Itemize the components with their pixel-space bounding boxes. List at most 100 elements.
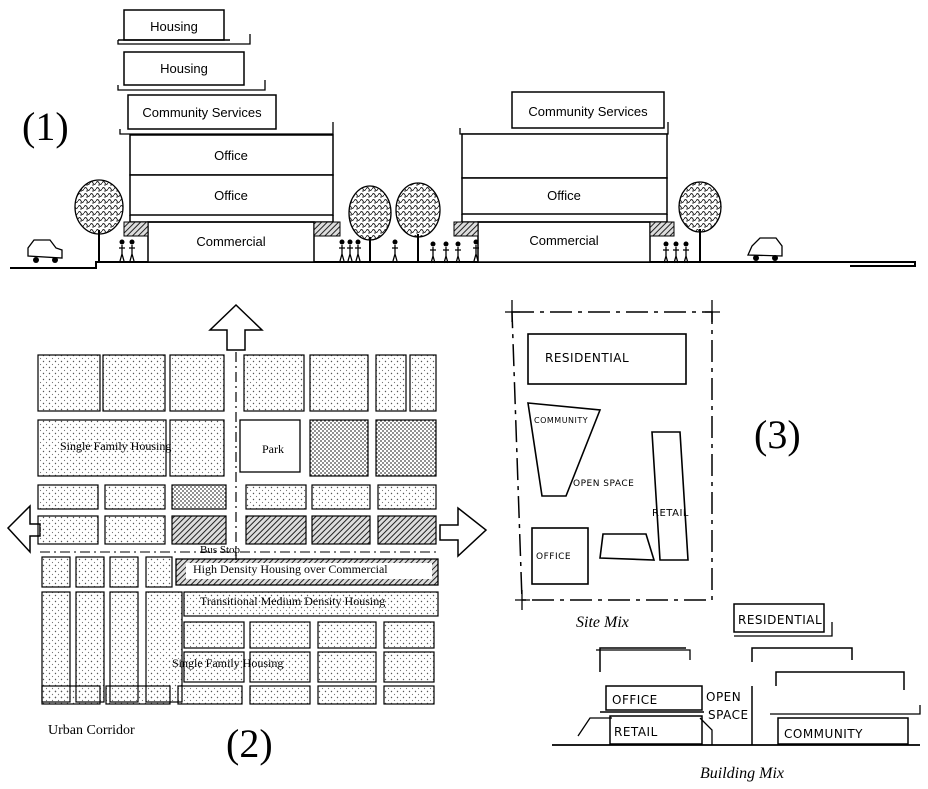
person-icon: [339, 240, 345, 262]
city-block: [376, 420, 436, 476]
city-block: [42, 557, 70, 587]
left-floor-2-label: Office: [214, 188, 248, 203]
site-label-community: COMMUNITY: [534, 416, 588, 425]
panel-3-number: (3): [754, 412, 801, 457]
city-block: [376, 355, 406, 411]
city-block: [384, 652, 434, 682]
person-icon: [443, 242, 449, 264]
left-floor-1-label: Commercial: [196, 234, 265, 249]
city-block: [184, 622, 244, 648]
right-floor-1-label: Commercial: [529, 233, 598, 248]
panel-2-corridor: Single Family Housing Park Bus Stop High…: [8, 305, 486, 766]
city-block: [103, 355, 165, 411]
car-icon: [28, 240, 62, 263]
city-block: [38, 355, 100, 411]
site-retail: [652, 432, 688, 560]
car-icon: [748, 238, 782, 261]
bm-label-community: COMMUNITY: [784, 727, 863, 741]
city-block: [318, 652, 376, 682]
site-label-residential: RESIDENTIAL: [545, 351, 629, 365]
label-park: Park: [262, 442, 284, 456]
city-block: [178, 686, 242, 704]
bm-label-retail: RETAIL: [614, 725, 658, 739]
city-block: [318, 686, 376, 704]
city-block: [246, 485, 306, 509]
site-label-retail: RETAIL: [652, 508, 689, 519]
left-floor-4-label: Community Services: [142, 105, 262, 120]
city-block: [410, 355, 436, 411]
west-arrow-icon: [8, 506, 40, 552]
city-block: [42, 686, 100, 704]
person-icon: [430, 242, 436, 264]
city-block: [384, 686, 434, 704]
east-arrow-icon: [440, 508, 486, 556]
person-icon: [392, 240, 398, 262]
city-block: [105, 516, 165, 544]
bm-label-open: OPEN: [706, 690, 741, 704]
urban-corridor-caption: Urban Corridor: [48, 723, 135, 738]
city-block: [170, 420, 224, 476]
city-block: [170, 355, 224, 411]
ground-line: [10, 262, 915, 268]
north-arrow-icon: [210, 305, 262, 350]
panel-1-section: (1) Housing Housing Community Services O…: [10, 10, 915, 268]
panel-2-number: (2): [226, 721, 273, 766]
city-block: [312, 485, 370, 509]
city-block: [105, 485, 165, 509]
label-single-family-bottom: Single Family Housing: [172, 656, 283, 670]
right-floor-2-label: Office: [547, 188, 581, 203]
left-floor-6-label: Housing: [150, 19, 198, 34]
panel-1-number: (1): [22, 104, 69, 149]
city-block: [38, 485, 98, 509]
city-block: [318, 622, 376, 648]
city-block: [310, 355, 368, 411]
right-building: Community Services Office Commercial: [454, 92, 674, 262]
label-transitional: Transitional Medium Density Housing: [200, 594, 385, 608]
city-block: [250, 686, 310, 704]
city-block: [250, 622, 310, 648]
label-single-family-top: Single Family Housing: [60, 439, 171, 453]
bm-label-residential: RESIDENTIAL: [738, 613, 822, 627]
city-block: [76, 557, 104, 587]
left-building: Housing Housing Community Services Offic…: [118, 10, 340, 262]
label-bus-stop: Bus Stop: [200, 544, 241, 556]
bm-label-office: OFFICE: [612, 693, 658, 707]
person-icon: [347, 240, 353, 262]
city-block: [172, 516, 226, 544]
city-block: [172, 485, 226, 509]
city-block: [312, 516, 370, 544]
person-icon: [673, 242, 679, 264]
site-mix-caption: Site Mix: [576, 614, 629, 631]
block-grid: [38, 352, 440, 704]
city-block: [106, 686, 170, 704]
site-label-open-space: OPEN SPACE: [573, 479, 634, 489]
city-block: [110, 557, 138, 587]
person-icon: [663, 242, 669, 264]
site-plaza: [600, 534, 654, 560]
person-icon: [683, 242, 689, 264]
city-block: [310, 420, 368, 476]
site-label-office: OFFICE: [536, 552, 571, 562]
bm-label-space: SPACE: [708, 708, 749, 722]
tree: [75, 180, 123, 262]
left-floor-3-label: Office: [214, 148, 248, 163]
panel-3-site-mix: RESIDENTIAL COMMUNITY OPEN SPACE RETAIL …: [505, 300, 801, 631]
building-mix-caption: Building Mix: [700, 765, 784, 782]
city-block: [146, 557, 172, 587]
person-icon: [355, 240, 361, 262]
city-block: [38, 516, 98, 544]
city-block: [378, 485, 436, 509]
city-block: [384, 622, 434, 648]
city-block: [378, 516, 436, 544]
right-floor-3-label: Community Services: [528, 104, 648, 119]
person-icon: [455, 242, 461, 264]
city-block: [244, 355, 304, 411]
left-floor-5-label: Housing: [160, 61, 208, 76]
person-icon: [129, 240, 135, 262]
city-block: [246, 516, 306, 544]
person-icon: [119, 240, 125, 262]
tree: [349, 186, 391, 262]
label-high-density: High Density Housing over Commercial: [193, 562, 388, 576]
